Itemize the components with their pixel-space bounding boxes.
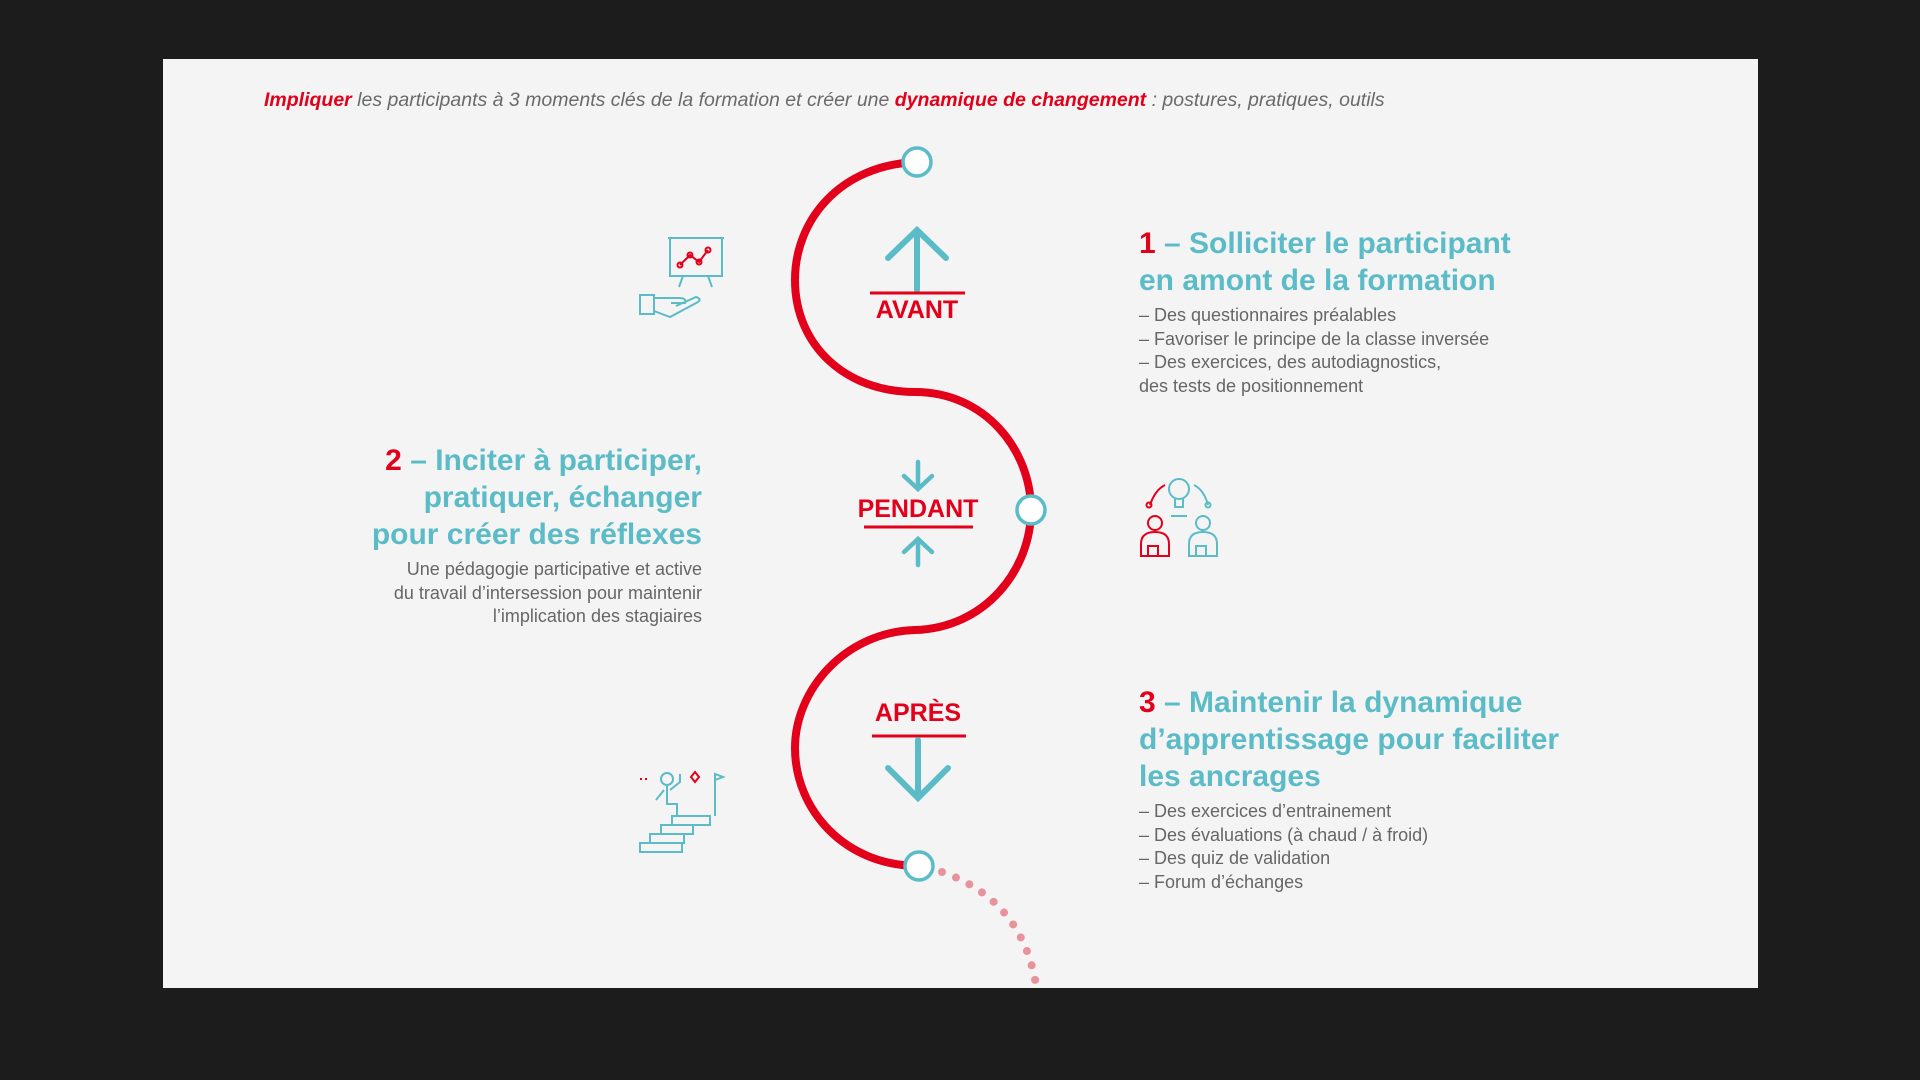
bullet-item: – Des exercices d’entrainement	[1139, 801, 1392, 821]
step-1: 1 – Solliciter le participant en amont de…	[1139, 225, 1599, 398]
step-2-title-line: – Inciter à participer,	[401, 444, 702, 477]
arrow-down-icon	[885, 737, 951, 803]
step-3: 3 – Maintenir la dynamique d’apprentissag…	[1139, 684, 1619, 894]
step-3-title-line: les ancrages	[1139, 760, 1321, 793]
subtitle-text-2: : postures, pratiques, outils	[1146, 89, 1385, 111]
phase-label-apres: APRÈS	[874, 699, 962, 727]
timeline-node-start	[901, 146, 933, 178]
slide: Impliquer les participants à 3 moments c…	[163, 59, 1758, 988]
step-2: 2 – Inciter à participer, pratiquer, écha…	[242, 442, 702, 629]
step-2-title-line: pratiquer, échanger	[423, 481, 702, 514]
arrows-converge-icon	[901, 459, 935, 568]
step-2-body: Une pédagogie participative et active du…	[242, 558, 702, 629]
presentation-hand-icon	[639, 237, 724, 319]
phase-label-avant: AVANT	[875, 296, 959, 324]
step-2-number: 2	[385, 444, 402, 477]
step-3-title-line: d’apprentissage pour faciliter	[1139, 723, 1560, 756]
step-3-number: 3	[1139, 686, 1156, 719]
bullet-item: – Des quiz de validation	[1139, 848, 1331, 868]
bullet-item: – Des évaluations (à chaud / à froid)	[1139, 824, 1429, 845]
bullet-item: – Forum d’échanges	[1139, 871, 1304, 892]
phase-label-pendant: PENDANT	[857, 495, 979, 523]
subtitle-emphasis-1: Impliquer	[264, 89, 352, 111]
step-3-title-line: – Maintenir la dynamique	[1155, 686, 1523, 719]
body-line: du travail d’intersession pour maintenir	[393, 582, 702, 603]
timeline-node-middle	[1015, 494, 1047, 526]
stairs-goal-icon	[639, 770, 726, 853]
step-1-title: 1 – Solliciter le participant en amont de…	[1139, 225, 1599, 299]
team-idea-icon	[1140, 478, 1218, 557]
subtitle: Impliquer les participants à 3 moments c…	[264, 89, 1385, 112]
arrow-up-icon	[885, 225, 949, 293]
step-1-bullets: – Des questionnaires préalables – Favori…	[1139, 304, 1599, 398]
timeline-graphic	[639, 146, 1218, 988]
timeline-node-end	[903, 850, 935, 882]
bullet-item: – Des exercices, des autodiagnostics,	[1139, 352, 1442, 372]
step-3-bullets: – Des exercices d’entrainement – Des éva…	[1139, 800, 1619, 894]
subtitle-emphasis-2: dynamique de changement	[894, 89, 1147, 111]
body-line: l’implication des stagiaires	[492, 606, 702, 626]
step-1-title-line: – Solliciter le participant	[1155, 227, 1511, 260]
step-1-number: 1	[1139, 227, 1156, 260]
bullet-item: des tests de positionnement	[1139, 375, 1364, 396]
body-line: Une pédagogie participative et active	[406, 559, 702, 579]
timeline-dotted-continuation	[938, 868, 1040, 988]
step-2-title-line: pour créer des réflexes	[371, 518, 702, 551]
step-3-title: 3 – Maintenir la dynamique d’apprentissag…	[1139, 684, 1619, 795]
subtitle-text-1: les participants à 3 moments clés de la …	[351, 89, 895, 111]
step-1-title-line: en amont de la formation	[1139, 264, 1496, 297]
bullet-item: – Favoriser le principe de la classe inv…	[1139, 328, 1490, 349]
bullet-item: – Des questionnaires préalables	[1139, 305, 1397, 325]
step-2-title: 2 – Inciter à participer, pratiquer, écha…	[242, 442, 702, 553]
